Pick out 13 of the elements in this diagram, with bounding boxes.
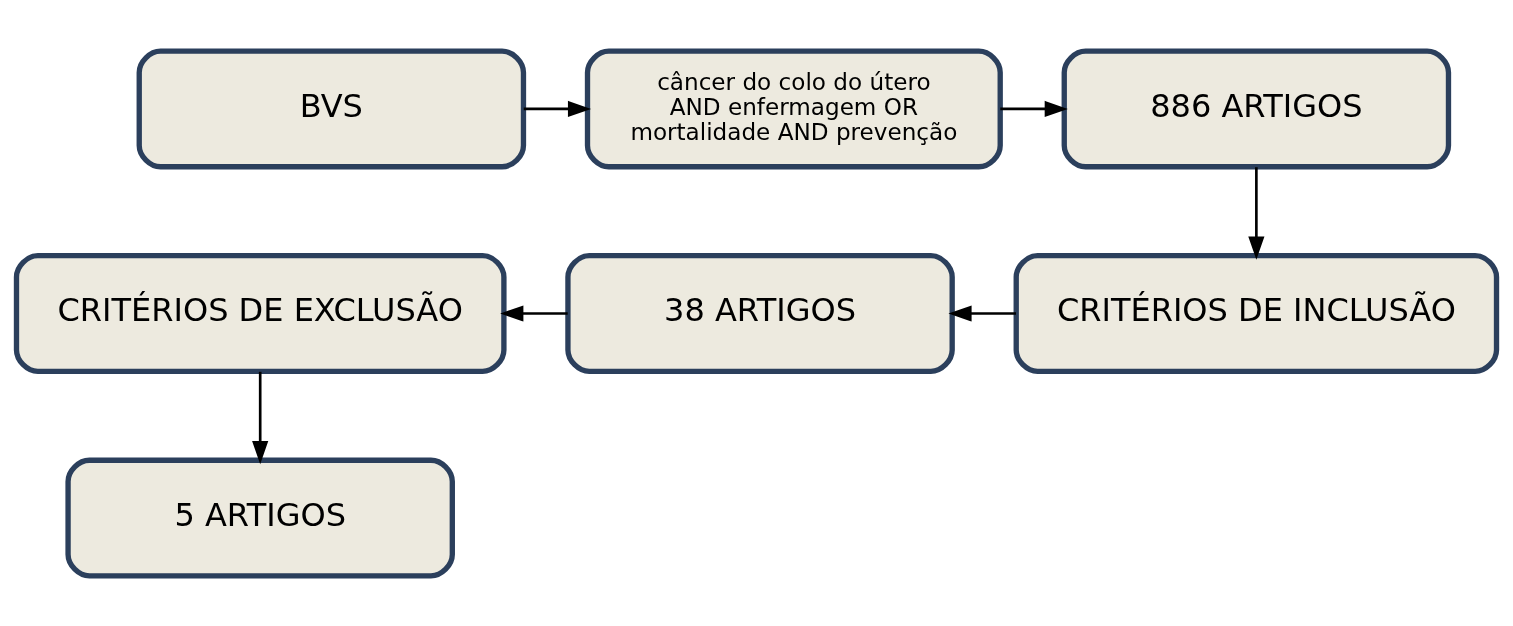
- node-box: BVS: [136, 47, 527, 169]
- arrow: [500, 304, 568, 322]
- arrow: [252, 371, 269, 464]
- node-box: 38 ARTIGOS: [565, 252, 955, 374]
- node-box: 5 ARTIGOS: [65, 457, 455, 579]
- arrow: [523, 100, 592, 117]
- node-box: 886 ARTIGOS: [1061, 47, 1452, 169]
- node-box: câncer do colo do útero AND enfermagem OR mortalidade AND prevenção: [584, 47, 1003, 169]
- arrow: [948, 304, 1016, 322]
- arrow: [1248, 166, 1265, 260]
- node-box: CRITÉRIOS DE EXCLUSÃO: [13, 252, 507, 374]
- arrow: [1000, 100, 1068, 117]
- node-box: CRITÉRIOS DE INCLUSÃO: [1013, 252, 1500, 374]
